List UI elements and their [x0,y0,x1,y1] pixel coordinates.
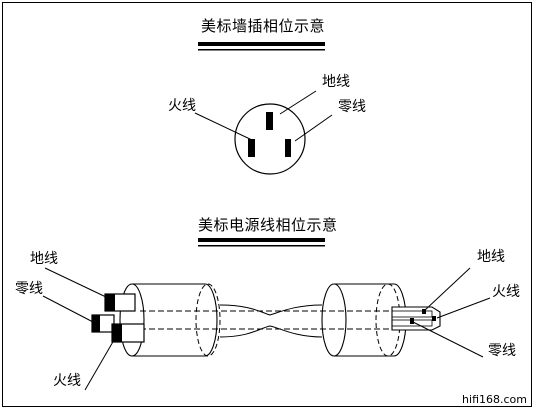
power-cord-title-underline [198,238,325,247]
watermark: hifi168.com [462,393,527,406]
cord-left-prongs [42,267,145,391]
cord-left-live-label: 火线 [53,373,81,389]
power-cord-title: 美标电源线相位示意 [198,216,338,234]
wall-socket-title: 美标墙插相位示意 [201,17,326,35]
cord-left-neutral-label: 零线 [15,281,43,297]
cord-right-ground-label: 地线 [477,249,505,265]
socket-live-slot [248,139,255,157]
cord-right-face [391,267,491,358]
diagram-frame [2,2,532,407]
right-ground-slot [422,309,426,314]
right-neutral-slot [410,318,414,324]
cord-right-neutral-label: 零线 [488,343,516,359]
socket-live-label: 火线 [168,98,196,114]
socket-neutral-label: 零线 [338,99,366,115]
socket-ground-slot [266,112,273,130]
cord-cable [140,304,420,338]
socket-ground-label: 地线 [322,74,350,90]
wall-socket [194,90,333,175]
cord-right-live-label: 火线 [492,284,520,300]
right-live-slot [432,316,436,321]
cord-left-ground-label: 地线 [30,251,58,267]
wall-socket-title-underline [198,42,325,51]
socket-neutral-slot [285,139,291,157]
